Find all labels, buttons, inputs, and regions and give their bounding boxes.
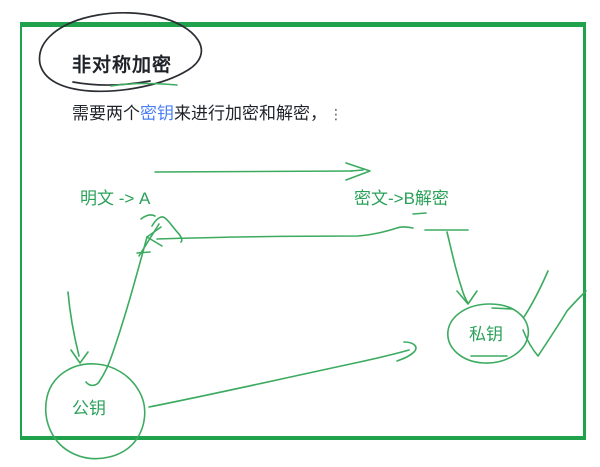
keyword-link[interactable]: 密钥 xyxy=(140,104,174,123)
label-plaintext-flow: 明文 -> A xyxy=(80,189,151,208)
paragraph-prefix: 需要两个 xyxy=(72,104,140,123)
paragraph-suffix: 来进行加密和解密， xyxy=(174,104,327,123)
text-cursor: ⋮ xyxy=(329,106,343,122)
paragraph-text: 需要两个密钥来进行加密和解密，⋮ xyxy=(72,99,343,124)
label-private-key: 私钥 xyxy=(469,325,503,344)
page-title: 非对称加密 xyxy=(72,55,173,76)
label-ciphertext-flow: 密文->B解密 xyxy=(354,189,449,208)
label-public-key: 公钥 xyxy=(72,399,106,418)
page-border-frame xyxy=(20,22,586,440)
